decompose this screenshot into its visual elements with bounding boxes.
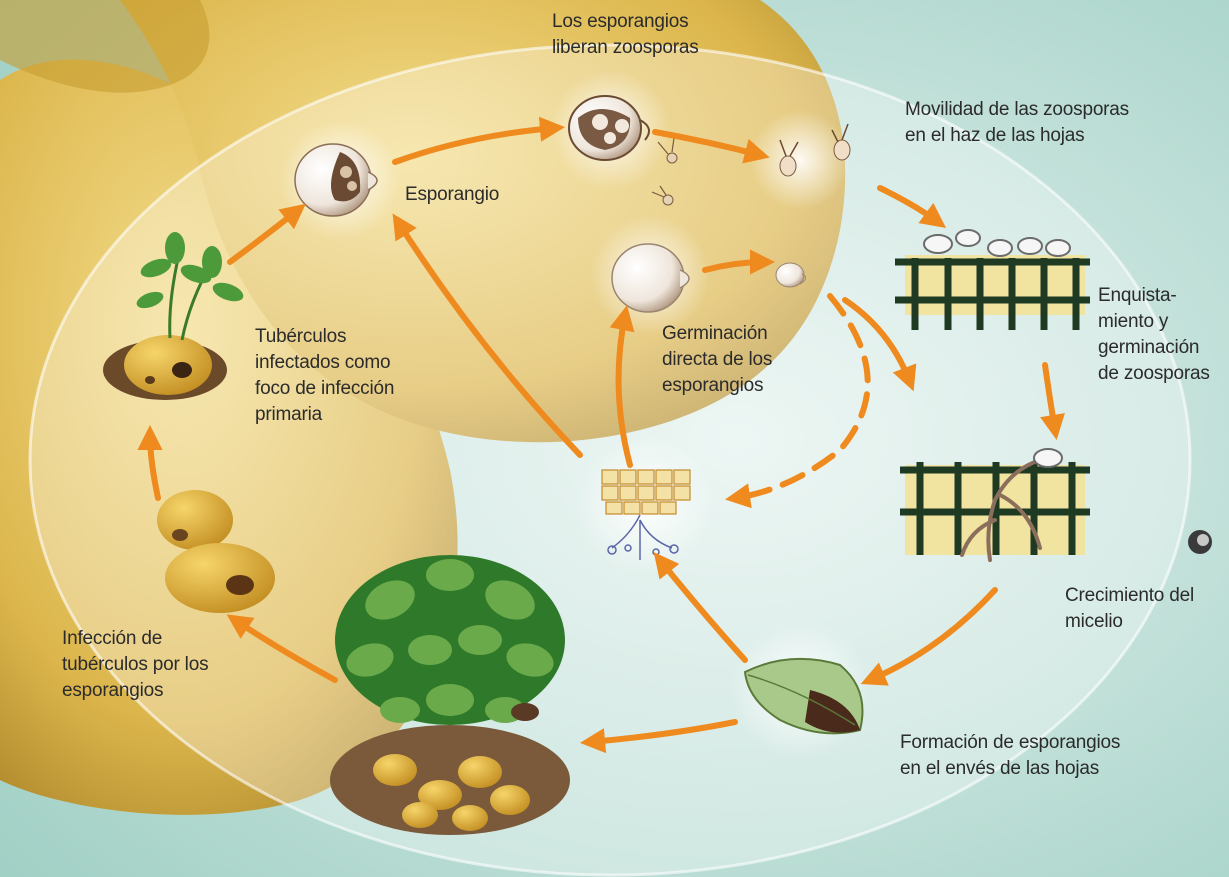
potato-plant-icon [330,555,570,835]
leaf-tissue-icon [895,230,1090,330]
mycelium-icon [900,449,1090,560]
label-germinacion-directa: Germinación directa de los esporangios [662,321,772,399]
label-enquistamiento: Enquista- miento y germinación de zoospo… [1098,283,1210,387]
label-esporangio: Esporangio [405,182,499,208]
label-crecimiento-micelio: Crecimiento del micelio [1065,583,1194,635]
label-liberan-zoosporas: Los esporangios liberan zoosporas [552,9,699,61]
label-movilidad-zoosporas: Movilidad de las zoosporas en el haz de … [905,97,1129,149]
label-tuberculos-infectados: Tubérculos infectados como foco de infec… [255,324,394,428]
shell-icon [1188,530,1212,554]
label-infeccion-tuberculos: Infección de tubérculos por los esporang… [62,626,208,704]
label-formacion-esporangios: Formación de esporangios en el envés de … [900,730,1120,782]
